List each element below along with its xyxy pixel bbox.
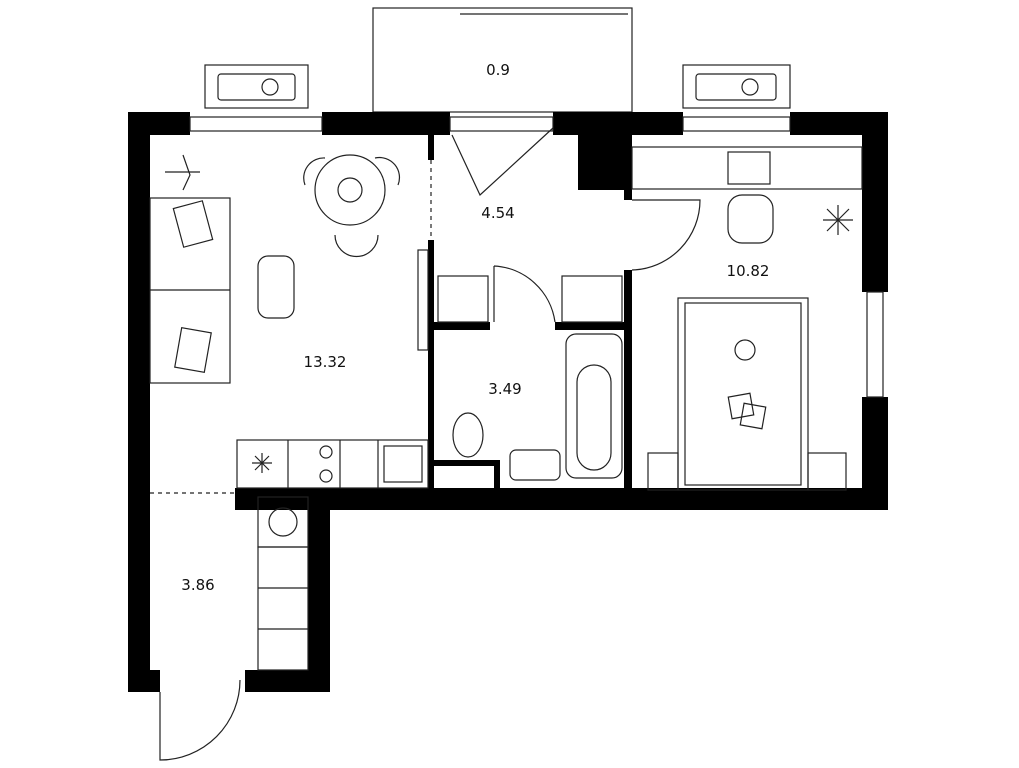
- room-area-entrance-corridor: 3.86: [181, 576, 215, 594]
- bathroom-fixtures: [437, 275, 623, 481]
- ac-unit-right: [682, 64, 791, 109]
- living-furniture: [149, 154, 429, 384]
- walls: [128, 112, 888, 692]
- windows: [189, 116, 884, 398]
- room-area-bathroom: 3.49: [488, 380, 522, 398]
- room-area-living-kitchen: 13.32: [303, 353, 347, 371]
- doors: [150, 127, 701, 761]
- room-area-balcony: 0.9: [486, 61, 510, 79]
- room-area-hallway: 4.54: [481, 204, 515, 222]
- bedroom-furniture: [631, 146, 863, 491]
- room-area-bedroom: 10.82: [726, 262, 770, 280]
- ac-unit-left: [204, 64, 309, 109]
- balcony: [372, 7, 633, 113]
- kitchen: [236, 439, 429, 671]
